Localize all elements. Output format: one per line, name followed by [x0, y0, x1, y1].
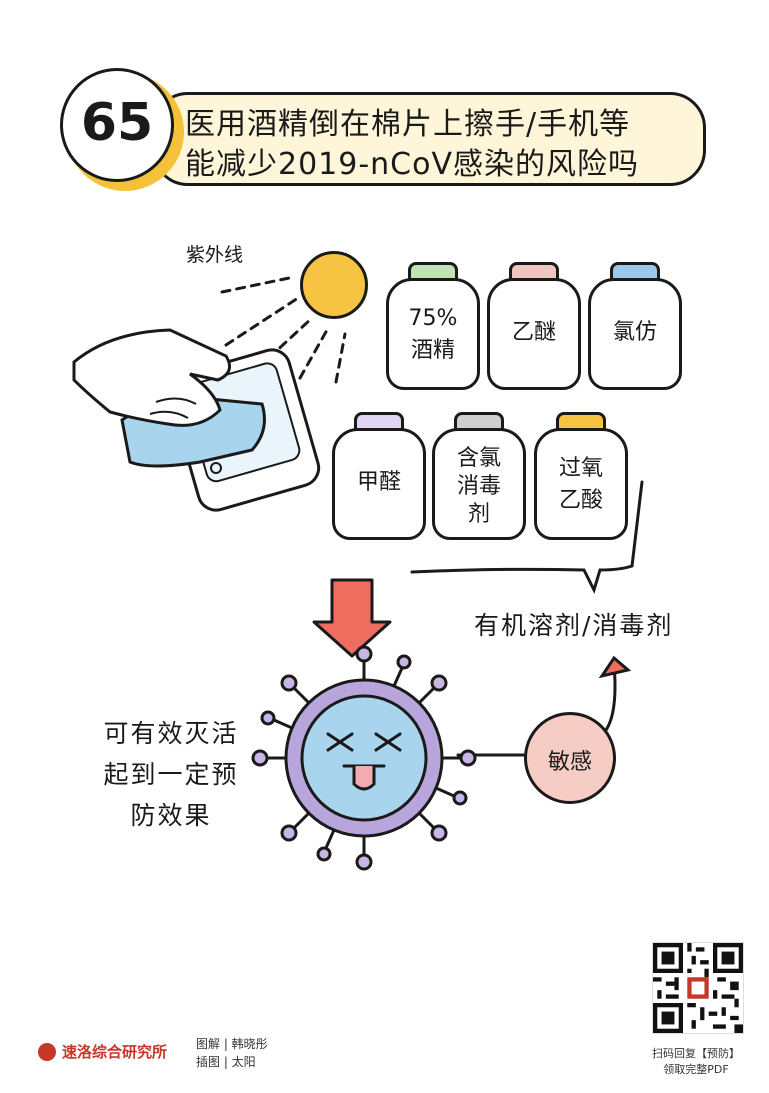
organic-solvent-label: 有机溶剂/消毒剂	[474, 611, 674, 640]
bottle-label: 含氯	[456, 446, 501, 471]
bottle-body	[534, 428, 628, 540]
credit-illustrator: 插图 | 太阳	[196, 1055, 256, 1069]
org-name: 速洛综合研究所	[62, 1043, 168, 1061]
effect-line-1: 可有效灭活	[103, 719, 239, 748]
bottle-label: 酒精	[410, 338, 455, 363]
sensitive-bubble: 敏感	[524, 712, 616, 804]
bottle-body	[332, 428, 426, 540]
uv-label: 紫外线	[186, 244, 244, 266]
title-line-2: 能减少2019-nCoV感染的风险吗	[185, 147, 640, 182]
bottle-body	[487, 278, 581, 390]
org-logo-icon	[38, 1043, 56, 1061]
sun-icon	[300, 251, 368, 319]
effect-text: 可有效灭活 起到一定预 防效果	[86, 713, 256, 836]
bottle-body	[588, 278, 682, 390]
uv-rays	[220, 275, 347, 384]
bottle-label: 消毒	[456, 474, 501, 499]
title-banner: 医用酒精倒在棉片上擦手/手机等 能减少2019-nCoV感染的风险吗	[152, 92, 706, 186]
bracket-line	[410, 480, 644, 595]
down-arrow-icon	[312, 578, 392, 658]
bottle-label: 甲醛	[356, 470, 401, 495]
question-number: 65	[80, 93, 154, 153]
bottle-label: 氯仿	[612, 320, 657, 345]
number-badge: 65	[60, 68, 174, 182]
qr-caption-line-2: 领取完整PDF	[663, 1063, 729, 1076]
bottle-label: 剂	[467, 502, 490, 527]
bottle-label: 乙酸	[558, 488, 603, 513]
bottle-label: 过氧	[558, 456, 603, 481]
virus-icon	[251, 645, 477, 871]
effect-line-3: 防效果	[130, 801, 212, 830]
bottle-body	[386, 278, 480, 390]
credits: 图解 | 韩晓彤 插图 | 太阳	[196, 1035, 268, 1071]
bottle-label: 75%	[408, 306, 458, 331]
qr-caption-line-1: 扫码回复【预防】	[652, 1047, 740, 1060]
sensitive-label: 敏感	[547, 750, 592, 775]
effect-line-2: 起到一定预	[103, 760, 239, 789]
hand-with-cloth-icon	[72, 328, 266, 468]
credit-illustration-explainer: 图解 | 韩晓彤	[196, 1037, 268, 1051]
bottle-label: 乙醚	[511, 320, 556, 345]
bottle-body	[432, 428, 526, 540]
qr-caption: 扫码回复【预防】 领取完整PDF	[636, 1046, 756, 1078]
qr-code-icon[interactable]	[652, 942, 744, 1034]
title-line-1: 医用酒精倒在棉片上擦手/手机等	[185, 107, 631, 142]
